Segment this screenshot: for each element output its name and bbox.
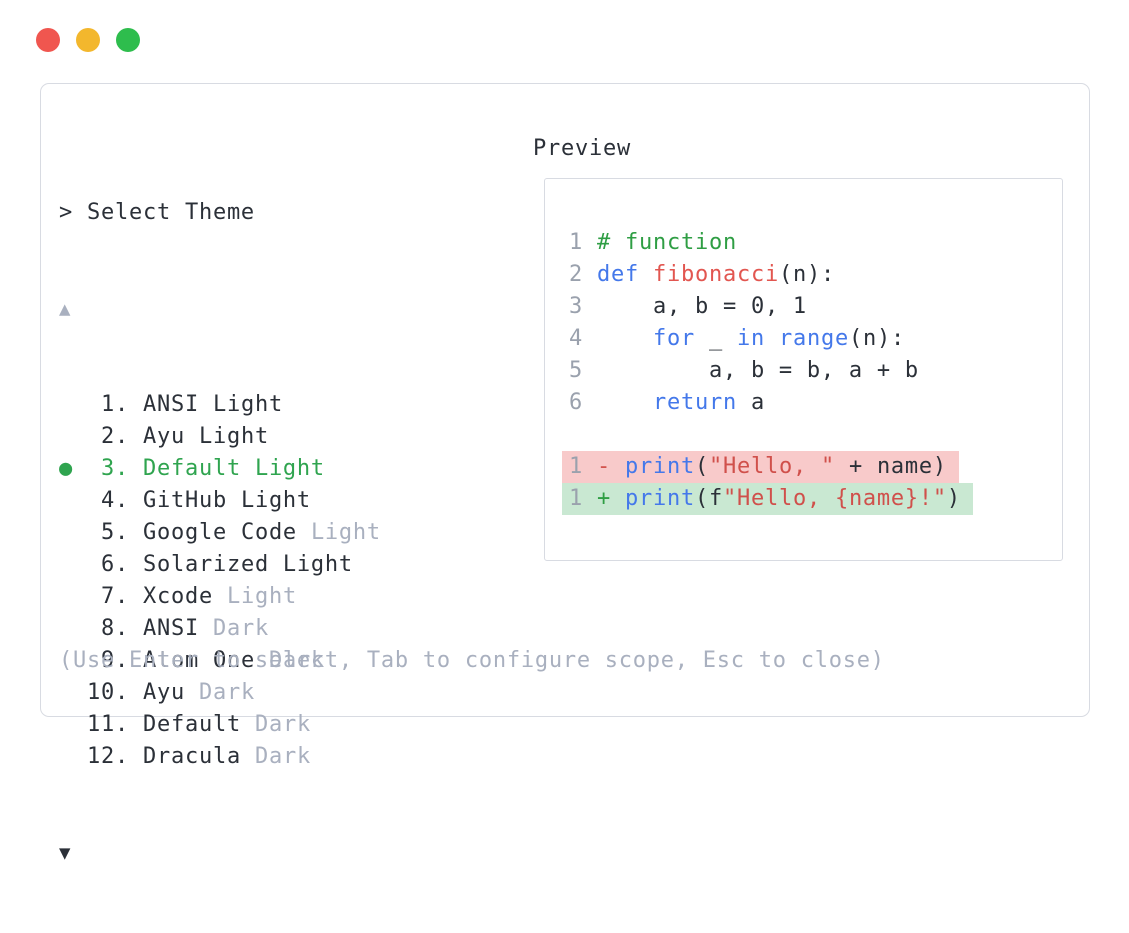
- theme-item-number: 5.: [87, 520, 143, 545]
- theme-list-item[interactable]: 7. Xcode Light: [59, 581, 381, 613]
- theme-list-item[interactable]: 8. ANSI Dark: [59, 613, 381, 645]
- theme-list: 1. ANSI Light 2. Ayu Light● 3. Default L…: [59, 389, 381, 773]
- blank-line: [569, 419, 973, 451]
- theme-item-number: 4.: [87, 488, 143, 513]
- diff-line-added: 1 + print(f"Hello, {name}!"): [562, 483, 973, 515]
- code-preview: 1 # function 2 def fibonacci(n): 3 a, b = …: [562, 227, 973, 515]
- code-line: 6 return a: [569, 390, 765, 415]
- theme-item-label: GitHub Light: [142, 488, 311, 513]
- theme-item-variant: Light: [310, 520, 381, 545]
- theme-item-label: Google Code: [142, 520, 297, 545]
- theme-item-variant: Dark: [198, 680, 255, 705]
- theme-list-item[interactable]: 4. GitHub Light: [59, 485, 381, 517]
- selected-bullet-icon: ●: [59, 456, 87, 481]
- theme-list-item[interactable]: 11. Default Dark: [59, 709, 381, 741]
- theme-list-item[interactable]: 6. Solarized Light: [59, 549, 381, 581]
- theme-list-item[interactable]: 1. ANSI Light: [59, 389, 381, 421]
- line-number: 1: [569, 230, 597, 255]
- theme-item-label: Xcode: [142, 584, 213, 609]
- theme-list-item[interactable]: 2. Ayu Light: [59, 421, 381, 453]
- theme-list-item[interactable]: 10. Ayu Dark: [59, 677, 381, 709]
- line-number: 1: [569, 486, 583, 511]
- theme-item-number: 7.: [87, 584, 143, 609]
- theme-list-item[interactable]: 5. Google Code Light: [59, 517, 381, 549]
- theme-list-item[interactable]: ● 3. Default Light: [59, 453, 381, 485]
- theme-item-label: Ayu: [142, 680, 185, 705]
- theme-picker-panel: > Select Theme ▲ 1. ANSI Light 2. Ayu Li…: [40, 83, 1090, 864]
- code-line: 4 for _ in range(n):: [569, 326, 905, 351]
- theme-list-column: > Select Theme ▲ 1. ANSI Light 2. Ayu Li…: [59, 133, 381, 933]
- footer-hint: (Use Enter to select, Tab to configure s…: [59, 648, 885, 673]
- theme-item-label: Ayu Light: [142, 424, 269, 449]
- code-line: 5 a, b = b, a + b: [569, 358, 919, 383]
- scroll-up-icon[interactable]: ▲: [59, 298, 72, 320]
- theme-item-number: 8.: [87, 616, 143, 641]
- scroll-down-icon[interactable]: ▼: [59, 842, 72, 864]
- diff-line-removed: 1 - print("Hello, " + name): [562, 451, 973, 483]
- theme-item-label: Solarized Light: [142, 552, 353, 577]
- select-theme-prompt: > Select Theme: [59, 200, 255, 225]
- diff-highlight-added: 1 + print(f"Hello, {name}!"): [562, 483, 973, 515]
- theme-item-label: Default Light: [142, 456, 325, 481]
- theme-item-number: 3.: [87, 456, 143, 481]
- line-number: 2: [569, 262, 597, 287]
- theme-item-label: ANSI: [142, 616, 199, 641]
- diff-highlight-removed: 1 - print("Hello, " + name): [562, 451, 959, 483]
- minimize-button[interactable]: [76, 28, 100, 52]
- theme-item-number: 2.: [87, 424, 143, 449]
- theme-item-number: 6.: [87, 552, 143, 577]
- theme-item-variant: Dark: [268, 648, 325, 673]
- line-number: 1: [569, 454, 583, 479]
- line-number: 3: [569, 294, 597, 319]
- line-number: 6: [569, 390, 597, 415]
- preview-title: Preview: [533, 136, 631, 161]
- theme-item-number: 10.: [87, 680, 143, 705]
- theme-item-number: 11.: [87, 712, 143, 737]
- theme-item-label: ANSI Light: [142, 392, 283, 417]
- maximize-button[interactable]: [116, 28, 140, 52]
- theme-list-item[interactable]: 12. Dracula Dark: [59, 741, 381, 773]
- theme-list-item[interactable]: 9. Atom One Dark: [59, 645, 381, 677]
- theme-item-variant: Dark: [254, 712, 311, 737]
- line-number: 5: [569, 358, 597, 383]
- theme-item-number: 1.: [87, 392, 143, 417]
- theme-item-label: Atom One: [142, 648, 255, 673]
- theme-item-label: Default: [142, 712, 241, 737]
- code-preview-box: 1 # function 2 def fibonacci(n): 3 a, b = …: [544, 178, 1063, 561]
- code-line: 1 # function: [569, 230, 737, 255]
- code-line: 3 a, b = 0, 1: [569, 294, 807, 319]
- theme-item-variant: Light: [226, 584, 297, 609]
- code-line: 2 def fibonacci(n):: [569, 262, 835, 287]
- line-number: 4: [569, 326, 597, 351]
- theme-item-number: 9.: [87, 648, 143, 673]
- theme-item-variant: Dark: [212, 616, 269, 641]
- close-button[interactable]: [36, 28, 60, 52]
